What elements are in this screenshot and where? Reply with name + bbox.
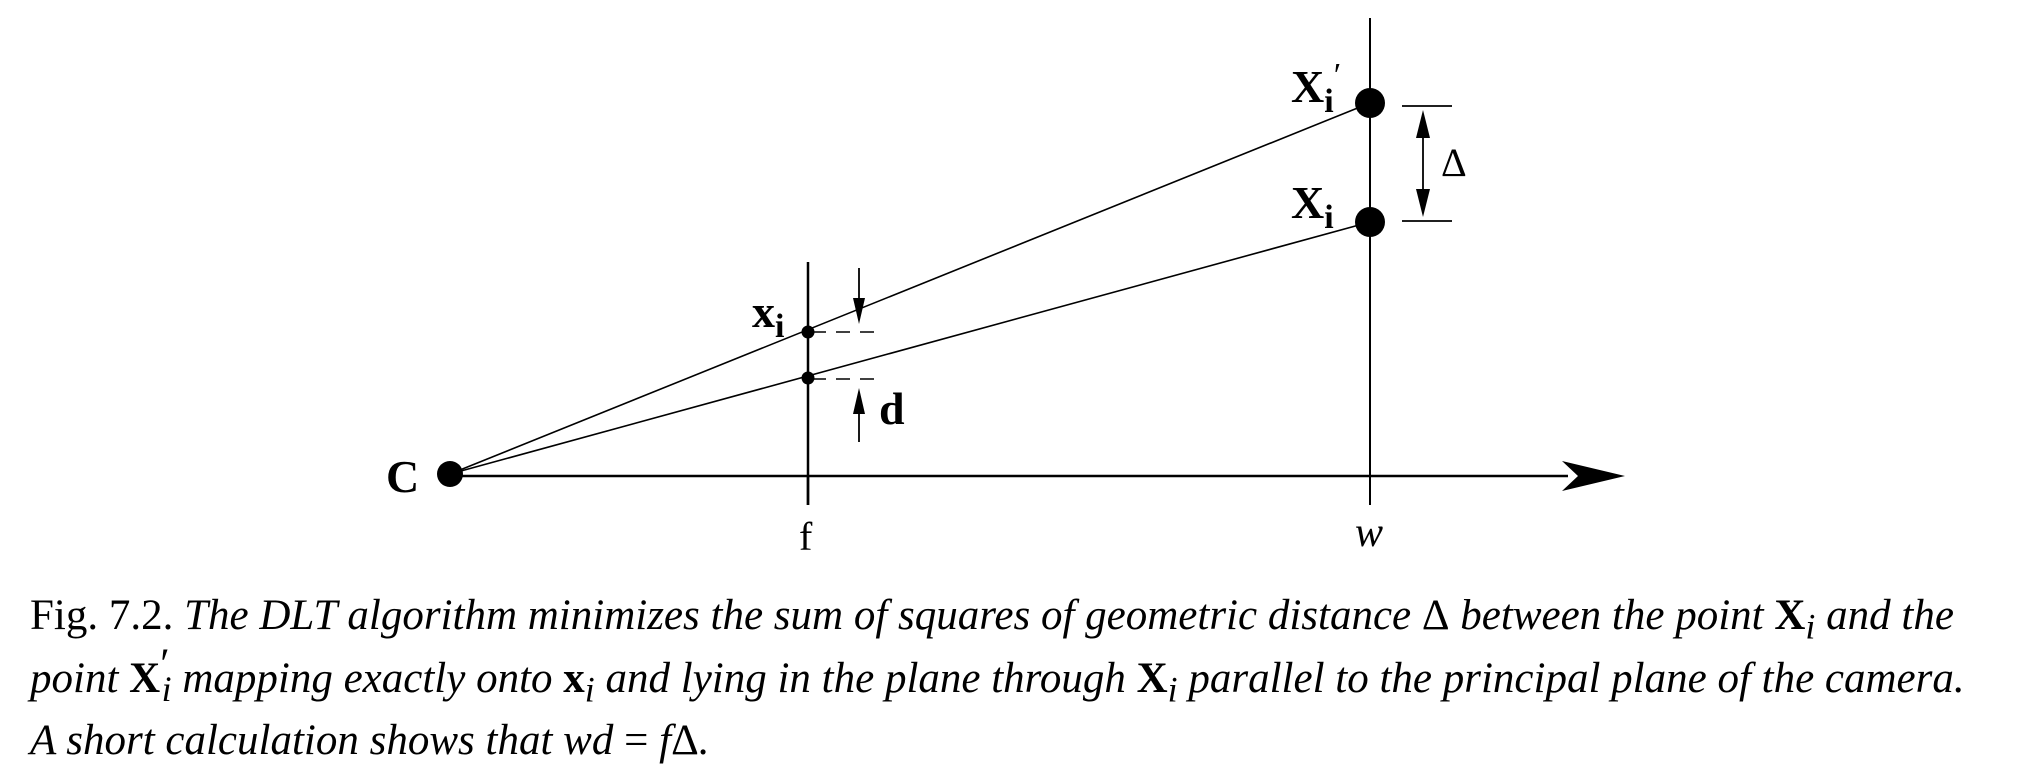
caption-math-X-1: Xi (1774, 592, 1816, 647)
caption-text-1: The DLT algorithm minimizes the sum of s… (184, 592, 1412, 639)
depth-tick-label: w (1355, 510, 1383, 556)
principal-axis-arrowhead (1562, 461, 1625, 491)
caption-text-2: between the point (1460, 592, 1764, 639)
world-point-prime-subscript: i (1324, 83, 1333, 120)
ray-to-world-point-prime (449, 102, 1371, 475)
image-point-label: xi (752, 286, 784, 345)
caption-text-6: parallel to the principal plane of the c… (1188, 654, 1954, 702)
delta-label: Δ (1441, 140, 1467, 185)
caption-fig-number: Fig. 7.2. (30, 592, 174, 639)
caption-text-3: and the point (30, 592, 1954, 702)
caption-math-X-2: Xi (1136, 654, 1178, 710)
caption-math-x-image: xi (563, 654, 595, 710)
image-point-symbol: x (752, 286, 775, 337)
image-point-upper-dot (801, 325, 815, 339)
caption-text-4: mapping exactly onto (182, 654, 553, 702)
world-point-label: Xi (1291, 177, 1334, 236)
caption-text-5: and lying in the plane through (605, 654, 1126, 702)
dlt-geometry-diagram: C f w xi Xi Xi′ Δ d (386, 18, 1625, 559)
world-point-prime-label: Xi′ (1291, 57, 1341, 120)
world-point-prime-symbol: X (1291, 61, 1324, 112)
image-point-subscript: i (775, 308, 784, 345)
d-arrow-top-head (853, 298, 865, 324)
world-point-dot (1355, 207, 1385, 237)
ray-to-world-point (449, 221, 1371, 475)
caption-equation: wd = fΔ. (563, 717, 710, 765)
delta-arrow-head-down (1416, 189, 1430, 217)
caption-math-X-prime: X′i (129, 640, 172, 710)
world-point-subscript: i (1324, 199, 1333, 236)
image-offset-label: d (879, 383, 905, 434)
focal-tick-label: f (799, 514, 813, 559)
camera-center-label: C (386, 451, 419, 502)
caption-delta-1: Δ (1421, 592, 1450, 639)
delta-arrow-head-up (1416, 110, 1430, 138)
d-arrow-bottom-head (853, 388, 865, 414)
camera-center-point (437, 461, 463, 487)
caption-text-7: . A short calculation shows that (30, 654, 1965, 765)
world-point-prime-dot (1355, 88, 1385, 118)
world-point-symbol: X (1291, 177, 1324, 228)
image-point-lower-dot (801, 371, 815, 385)
figure-caption: Fig. 7.2. The DLT algorithm minimizes th… (30, 590, 2000, 767)
world-point-prime-mark: ′ (1334, 57, 1341, 94)
